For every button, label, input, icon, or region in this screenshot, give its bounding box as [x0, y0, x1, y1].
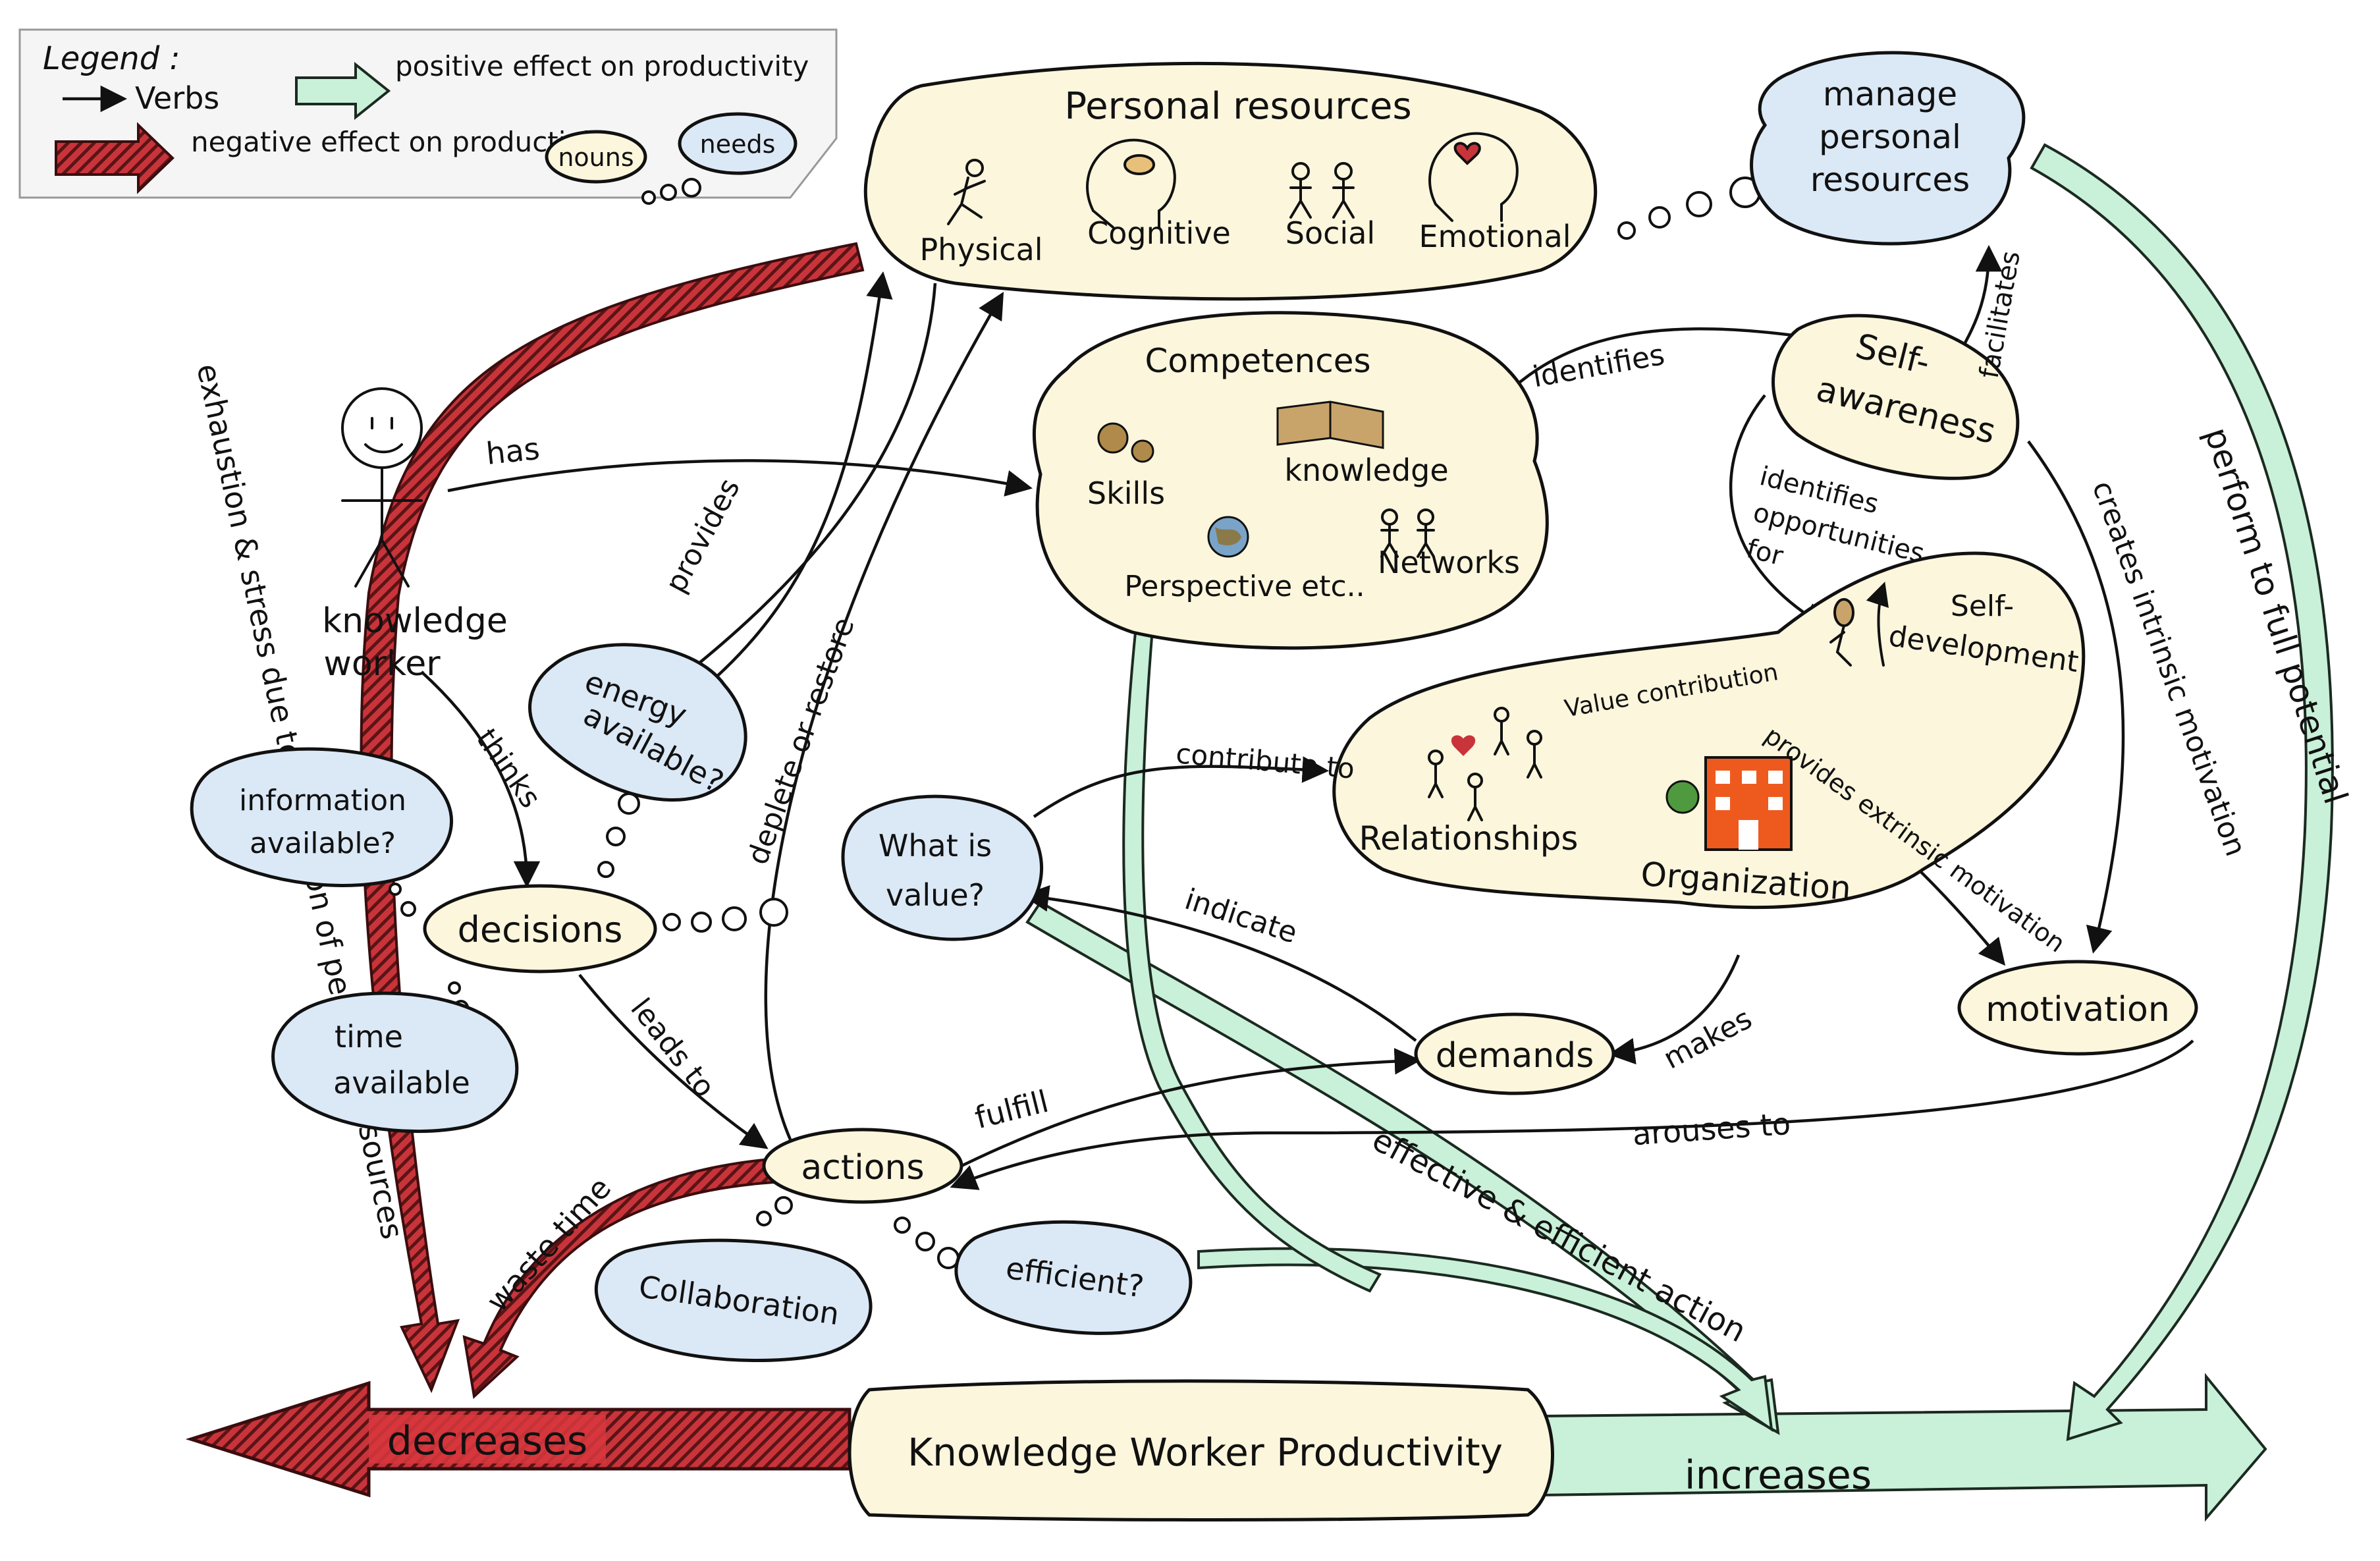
exhaustion-arrow	[360, 242, 865, 1394]
physical-icon	[947, 159, 986, 225]
kwp-label: Knowledge Worker Productivity	[907, 1430, 1503, 1475]
legend-positive: positive effect on productivity	[395, 50, 809, 82]
emotional-label: Emotional	[1419, 219, 1571, 254]
social-icon	[1289, 162, 1355, 219]
organization-building-icon	[1665, 756, 1793, 851]
self-development-icon	[1829, 582, 1889, 667]
self-awareness-node[interactable]: Self- awareness	[1771, 314, 2020, 480]
demands-label: demands	[1436, 1036, 1594, 1076]
legend-title: Legend :	[43, 40, 180, 77]
networks-label: Networks	[1378, 545, 1520, 580]
efficient-node[interactable]: efficient?	[954, 1220, 1193, 1335]
time-available-node[interactable]: time available	[271, 991, 519, 1134]
kwp-node[interactable]: Knowledge Worker Productivity	[848, 1379, 1554, 1521]
waste-time-arrow	[462, 1157, 776, 1399]
leads-to-label: leads to	[624, 992, 721, 1104]
fulfill-label: fulfill	[971, 1083, 1052, 1136]
cognitive-label: Cognitive	[1087, 215, 1231, 251]
information-label: available?	[250, 827, 396, 860]
thought-bubbles	[389, 177, 1761, 1269]
collaboration-node[interactable]: Collaboration	[594, 1238, 873, 1363]
increases-label: increases	[1685, 1452, 1872, 1498]
personal-resources-title: Personal resources	[1064, 85, 1411, 128]
facilitates-label: facilitates	[1974, 249, 2026, 381]
makes-label: makes	[1658, 1002, 1758, 1076]
knowledge-worker-line1: knowledge	[322, 601, 508, 641]
what-is-value-label: value?	[886, 877, 985, 913]
legend-positive-arrow	[295, 61, 391, 121]
relationships-organization-node[interactable]: Self- development Value contribution Rel…	[1332, 551, 2086, 910]
manage-line2: personal	[1819, 118, 1961, 156]
actions-label: actions	[801, 1148, 924, 1188]
competences-title: Competences	[1145, 342, 1370, 380]
knowledge-label: knowledge	[1284, 452, 1448, 488]
time-line1: time	[335, 1019, 403, 1054]
identifies-opportunities-label: for	[1744, 534, 1787, 572]
decreases-label: decreases	[387, 1418, 587, 1464]
gear-icon	[1097, 422, 1154, 463]
legend-needs: needs	[700, 130, 776, 159]
legend: Legend : Verbs positive effect on produc…	[18, 28, 838, 205]
social-label: Social	[1285, 215, 1375, 251]
actions-node[interactable]: actions	[762, 1128, 963, 1204]
time-available-label: available	[333, 1065, 470, 1101]
motivation-node[interactable]: motivation	[1957, 960, 2198, 1056]
increases-arrow	[1540, 1373, 2267, 1522]
knowledge-worker-node[interactable]: knowledge worker	[322, 387, 508, 684]
energy-available-node[interactable]: energy available?	[528, 643, 747, 802]
provides-label: provides	[659, 473, 747, 598]
relationships-label: Relationships	[1359, 819, 1579, 858]
legend-verbs: Verbs	[135, 80, 219, 116]
information-available-node[interactable]: information available?	[190, 747, 453, 887]
manage-line1: manage	[1823, 75, 1957, 113]
legend-need-shape	[678, 112, 798, 175]
has-label: has	[485, 431, 542, 472]
decisions-node[interactable]: decisions	[423, 884, 657, 973]
competences-node[interactable]: Competences Skills knowledge Perspective…	[1032, 311, 1549, 650]
skills-label: Skills	[1087, 476, 1165, 511]
motivation-label: motivation	[1986, 990, 2170, 1029]
indicate-label: indicate	[1181, 883, 1301, 950]
perspective-label: Perspective etc..	[1124, 570, 1365, 603]
self-development-line1: Self-	[1951, 589, 2014, 623]
value-to-increase-arrow	[1025, 900, 1780, 1435]
thinks-label: thinks	[470, 723, 547, 814]
relationships-icon	[1428, 707, 1542, 821]
decisions-label: decisions	[458, 909, 623, 950]
cognitive-icon	[1086, 138, 1176, 229]
perform-arrow	[2030, 143, 2334, 1441]
demands-node[interactable]: demands	[1414, 1012, 1615, 1095]
legend-negative-arrow	[55, 122, 175, 194]
creates-intrinsic-label: creates intrinsic motivation	[2086, 476, 2253, 860]
smiley-person-icon	[341, 387, 423, 588]
effective-efficient-label: effective & efficient action	[1366, 1121, 1752, 1350]
information-line1: information	[239, 784, 406, 817]
manage-line3: resources	[1810, 161, 1970, 199]
competences-effective-arrow	[1122, 624, 1382, 1293]
legend-noun-shape	[545, 130, 647, 184]
arouses-to-label: arouses to	[1631, 1106, 1792, 1153]
knowledge-worker-label: worker	[323, 644, 441, 684]
legend-nouns: nouns	[558, 143, 634, 172]
what-is-line1: What is	[879, 828, 992, 863]
identifies-label: identifies	[1530, 338, 1667, 394]
what-is-value-node[interactable]: What is value?	[841, 794, 1044, 941]
book-icon	[1276, 400, 1384, 449]
personal-resources-node[interactable]: Personal resources Physical Cognitive So…	[863, 61, 1597, 301]
physical-label: Physical	[919, 232, 1042, 267]
manage-personal-resources-node[interactable]: manage personal resources	[1750, 51, 2026, 246]
globe-icon	[1207, 516, 1249, 558]
emotional-icon	[1428, 132, 1519, 222]
efficient-to-increase-arrow	[1197, 1247, 1773, 1433]
contribute-to-label: contribute to	[1175, 737, 1356, 785]
deplete-restore-label: deplete or restore	[741, 613, 861, 869]
networks-icon	[1380, 508, 1435, 558]
